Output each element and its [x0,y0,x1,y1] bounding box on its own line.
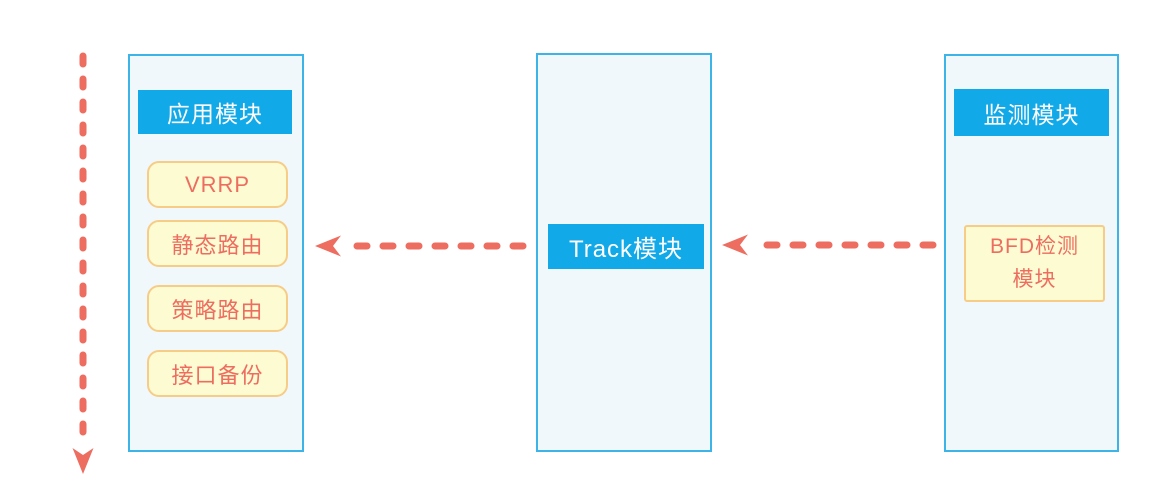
track-module-label: Track模块 [548,224,704,269]
track-module-box: Track模块 [536,53,712,452]
bfd-item-line1: BFD检测 [990,234,1079,258]
bfd-detection-module-item: BFD检测 模块 [964,225,1105,302]
app-item-vrrp: VRRP [147,161,288,208]
bfd-item-line2: 模块 [1012,267,1057,291]
app-item-static-route: 静态路由 [147,220,288,267]
app-item-interface-backup: 接口备份 [147,350,288,397]
monitor-to-track-arrow [722,234,937,256]
track-to-application-arrow [315,235,527,257]
monitoring-module-header: 监测模块 [954,89,1109,136]
app-item-policy-route: 策略路由 [147,285,288,332]
monitoring-module-box: 监测模块 BFD检测 模块 [944,54,1119,452]
application-module-box: 应用模块 VRRP 静态路由 策略路由 接口备份 [128,54,304,452]
downward-flow-arrow [72,52,94,474]
application-module-header: 应用模块 [138,90,292,134]
